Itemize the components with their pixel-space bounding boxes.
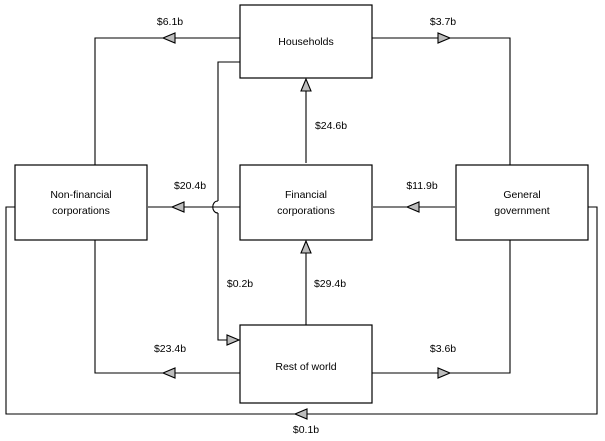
- arrow-head-up-29-4b: [300, 239, 312, 254]
- flow-restofworld-to-government: [372, 240, 511, 379]
- node-nonfinancial-label-line2: corporations: [52, 205, 110, 217]
- flow-label-households-to-restofworld: $0.2b: [227, 278, 253, 290]
- flow-line-23-4b: [94, 240, 240, 374]
- node-households-label: Households: [278, 36, 333, 48]
- flow-label-restofworld-to-government: $3.6b: [430, 343, 456, 355]
- flow-label-restofworld-to-nonfinancial: $23.4b: [154, 343, 186, 355]
- flow-financial-to-nonfinancial: [148, 201, 240, 213]
- flow-line-0-2b-upper: [217, 61, 240, 201]
- arrow-head-left-11-9b: [405, 201, 420, 213]
- flow-label-financial-to-nonfinancial: $20.4b: [174, 180, 206, 192]
- arrow-head-up-24-6b: [300, 77, 312, 92]
- arrow-head-left-23-4b: [161, 367, 176, 379]
- node-nonfinancial-label-line1: Non-financial: [50, 189, 111, 201]
- node-government-label-line2: government: [494, 205, 550, 217]
- flow-label-households-to-government: $3.7b: [430, 16, 456, 28]
- flow-financial-to-households: [300, 77, 312, 163]
- flow-label-financial-to-households: $24.6b: [315, 120, 347, 132]
- flow-households-to-government: [372, 32, 511, 165]
- node-nonfinancial-box[interactable]: [14, 164, 148, 241]
- node-government-label-line1: General: [503, 189, 540, 201]
- node-financial-label-line1: Financial: [285, 189, 327, 201]
- node-nonfinancial[interactable]: Non-financial corporations: [14, 164, 148, 241]
- node-restofworld[interactable]: Rest of world: [239, 324, 373, 404]
- arrow-head-left-6-1b: [161, 32, 176, 44]
- node-households-box[interactable]: [239, 4, 373, 79]
- node-restofworld-box[interactable]: [239, 324, 373, 404]
- node-financial-label-line2: corporations: [277, 205, 335, 217]
- arrow-head-right-0-2b: [226, 334, 241, 346]
- flow-line-6-1b: [94, 37, 240, 165]
- arrow-head-left-0-1b: [293, 408, 308, 420]
- node-restofworld-label: Rest of world: [275, 361, 336, 373]
- node-households[interactable]: Households: [239, 4, 373, 79]
- flow-label-government-to-financial: $11.9b: [406, 180, 437, 192]
- flow-restofworld-to-financial: [300, 239, 312, 325]
- flow-households-to-restofworld: [212, 61, 241, 346]
- node-government[interactable]: General government: [455, 164, 589, 241]
- flow-restofworld-to-nonfinancial: [94, 240, 240, 379]
- arrow-head-right-3-7b: [437, 32, 452, 44]
- node-financial-box[interactable]: [239, 164, 373, 241]
- node-government-box[interactable]: [455, 164, 589, 241]
- arrow-head-left-20-4b: [170, 201, 185, 213]
- flow-line-0-2b-lower: [217, 213, 240, 341]
- flow-label-government-to-nonfinancial: $0.1b: [293, 424, 319, 436]
- flow-label-restofworld-to-financial: $29.4b: [314, 278, 346, 290]
- flow-government-to-nonfinancial: [5, 206, 598, 420]
- flow-line-3-7b: [372, 37, 511, 165]
- flow-households-to-nonfinancial: [94, 32, 240, 165]
- flow-line-3-6b: [372, 240, 511, 374]
- node-financial[interactable]: Financial corporations: [239, 164, 373, 241]
- arrow-head-right-3-6b: [437, 367, 452, 379]
- flow-government-to-financial: [373, 201, 455, 213]
- flow-label-households-to-nonfinancial: $6.1b: [157, 16, 183, 28]
